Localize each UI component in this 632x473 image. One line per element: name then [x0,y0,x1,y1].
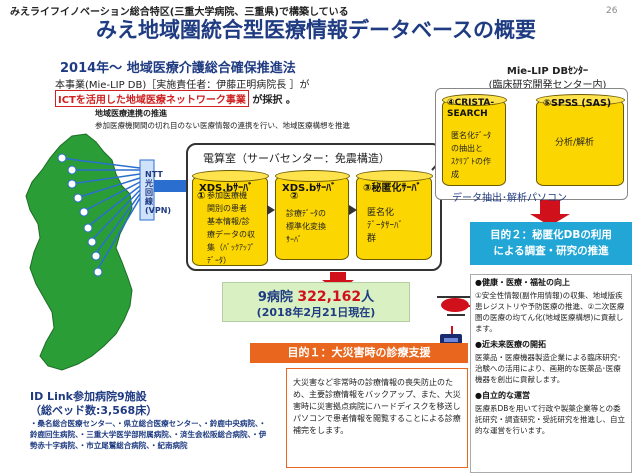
arrow-1-2 [267,205,275,215]
server-2-name: XDS.bｻｰﾊﾞ [282,183,337,194]
page-number: 26 [606,6,618,16]
cylinder-top [535,94,625,106]
server-room-title: 電算室（サーバセンター：免震構造） [203,152,390,165]
patient-count: 9病院 322,162人 [257,289,375,305]
benefit-body: 医薬品・医療機器製造企業による臨床研究･治験への活用により、画期的な医薬品･医療… [475,353,622,384]
page-title: みえ地域圏統合型医療情報データベースの概要 [96,18,536,42]
law-subtitle: 2014年～ 地域医療介護総合確保推進法 [60,61,296,76]
list-item: ●近未来医療の開拓 医薬品・医療機器製造企業による臨床研究･治験への活用により、… [471,337,631,385]
server-1-num: ① [197,191,206,202]
mie-map [25,133,190,371]
list-item: ●健康・医療・福祉の向上 ①安全性情報(副作用情報)の収集、地域版疾患レジストリ… [471,275,631,334]
server-2-num: ② [290,191,299,202]
server-3-desc: 匿名化 ﾃﾞｰﾀｻｰﾊﾞ 群 [367,208,404,244]
down-red-arrow [530,200,570,226]
adopted-text: が採択 。 [248,95,296,106]
arrow-2-3 [349,205,357,215]
ict-highlight: ICTを活用した地域医療ネットワーク事業 [55,90,249,107]
hospital-markers [57,153,103,277]
purpose-1-desc: 大災害など非常時の診療情報の喪失防止のため、主要診療情報をバックアップ、また、大… [286,368,468,468]
cylinder-top [441,94,507,106]
xds-server-1: XDS.bｻｰﾊﾞ ① 参加医療機 関別の患者 基本情報/診 療データの収 集（… [191,170,269,266]
hospital-list: ・桑名総合医療センター、・県立総合医療センター、・鈴鹿中央病院、・鈴鹿回生病院、… [30,419,267,450]
list-item: ●自立的な運営 医療系DBを用いて行政や製薬企業等との委託研究・調査研究・受託研… [471,388,631,436]
cylinder-top [191,170,269,182]
purpose-2-line-1: 目的２：秘匿化DBの利用 [490,229,612,241]
benefits-list: ●健康・医療・福祉の向上 ①安全性情報(副作用情報)の収集、地域版疾患レジストリ… [470,274,632,473]
purpose-2-box: 目的２：秘匿化DBの利用 による調査・研究の推進 [470,222,632,265]
server-1-desc: 参加医療機 関別の患者 基本情報/診 療データの収 集（ﾊﾞｯｸｱｯﾌﾟ ﾃﾞｰ… [207,191,255,265]
server-2-desc: 診療ﾃﾞｰﾀの 標準化変換 ｻｰﾊﾞ [286,209,326,244]
cylinder-top [355,170,433,182]
count-date: (2018年2月21日現在) [256,306,376,319]
xds-server-2: XDS.bｻｰﾊﾞ ② 診療ﾃﾞｰﾀの 標準化変換 ｻｰﾊﾞ [274,170,350,260]
benefit-head: ●近未来医療の開拓 [475,340,546,349]
spss-desc: 分析/解析 [555,138,595,148]
cylinder-top [274,170,350,182]
server-1-name: XDS.bｻｰﾊﾞ [199,183,254,194]
vpn-arrows [59,157,141,273]
purpose-1-title: 目的１：大災害時の診療支援 [250,343,468,363]
mielip-center-subtitle: (臨床研究開発センター内) [488,80,607,91]
purpose-2-line-2: による調査・研究の推進 [493,245,609,257]
benefit-head: ●自立的な運営 [475,391,530,400]
idlink-beds: （総ベッド数:3,568床） [30,404,158,417]
benefit-head: ●健康・医療・福祉の向上 [475,278,570,287]
idlink-title: ID Link参加病院9施設 [30,390,147,403]
benefit-body: 医療系DBを用いて行政や製薬企業等との委託研究・調査研究・受託研究を推進し、自立… [475,404,625,435]
network-title: 地域医療連携の推進 [95,109,167,118]
spss-name: ⑤SPSS (SAS) [543,98,612,109]
top-caption: みえライフイノベーション総合特区(三重大学病院、三重県)で構築している [10,7,349,18]
analysis-pc-label: データ抽出･解析パソコン [452,193,567,204]
server-3-name: ③秘匿化ｻｰﾊﾞ [363,183,422,194]
to-server-arrow [154,174,190,198]
crista-desc: 匿名化ﾃﾞｰﾀ の抽出と ｽｸﾘﾌﾟﾄの作 成 [451,131,491,179]
benefit-body: ①安全性情報(副作用情報)の収集、地域版疾患レジストリや予防医療の推進、②二次医… [475,291,625,333]
anonymization-server: ③秘匿化ｻｰﾊﾞ 匿名化 ﾃﾞｰﾀｻｰﾊﾞ 群 [355,170,433,260]
crista-search-db: ④CRISTA-SEARCH 匿名化ﾃﾞｰﾀ の抽出と ｽｸﾘﾌﾟﾄの作 成 [441,94,507,186]
intro-line-2: ICTを活用した地域医療ネットワーク事業 が採択 。 [55,90,296,107]
spss-db: ⑤SPSS (SAS) 分析/解析 [535,94,625,186]
patient-count-box [222,282,410,322]
mielip-center-title: Mie-LIP DBｾﾝﾀｰ [506,66,589,77]
network-desc: 参加医療機関間の切れ目のない医療情報の連携を行い、地域医療構想を推進 [95,121,350,130]
crista-name: ④CRISTA-SEARCH [447,98,495,119]
intro-line: 本事業(Mie-LIP DB)［実施責任者：伊藤正明病院長 ］が [55,80,310,91]
